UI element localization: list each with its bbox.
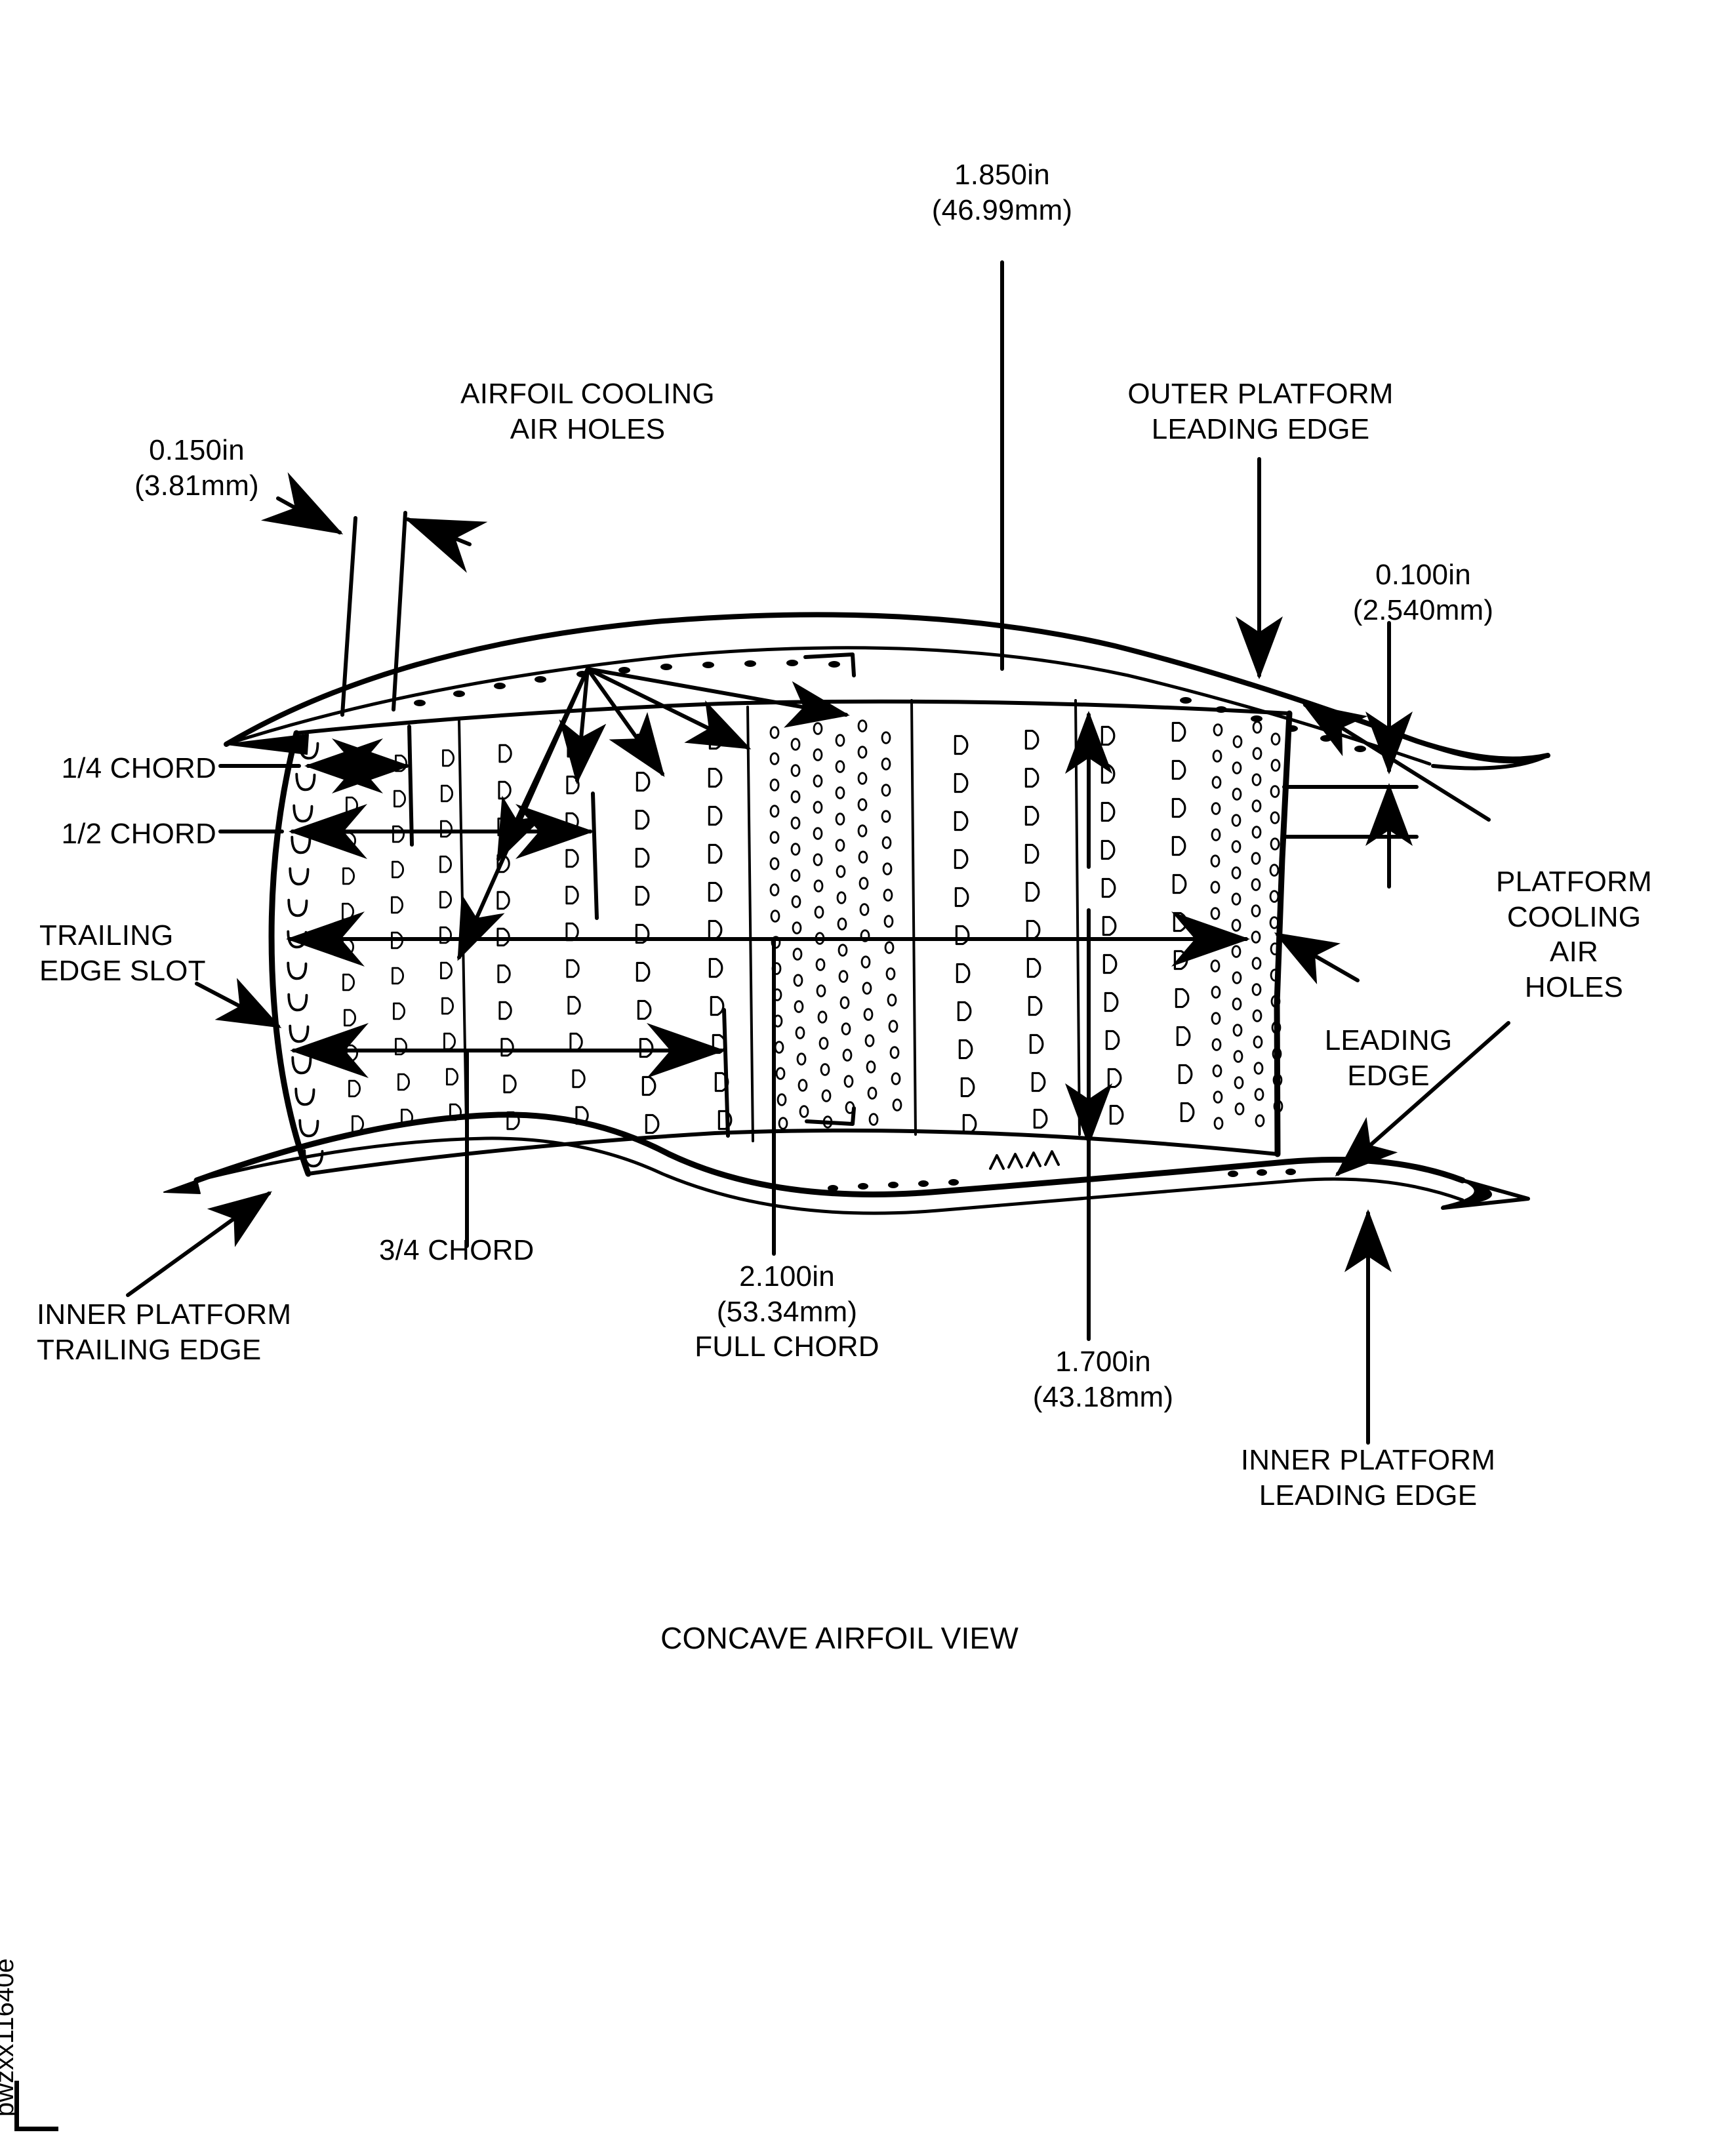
chord-division-lines xyxy=(458,699,1081,1162)
dim-0150in xyxy=(260,472,488,717)
dim-0100in xyxy=(1282,621,1419,889)
callout-three-quarter-chord: 3/4 CHORD xyxy=(379,1234,535,1266)
dim-1850in-label: 1.850in(46.99mm) xyxy=(931,159,1073,226)
leader-leading-edge xyxy=(1274,932,1360,985)
leader-inner-platform-te xyxy=(126,1191,272,1297)
callout-quarter-chord: 1/4 CHORD xyxy=(61,752,216,784)
figure-caption: CONCAVE AIRFOIL VIEW xyxy=(660,1621,1019,1655)
corner-mark xyxy=(14,2081,58,2131)
inner-platform xyxy=(163,1112,1530,1215)
outer-platform xyxy=(224,612,1550,771)
leader-trailing-edge-slot xyxy=(195,978,282,1028)
bracket-marks xyxy=(803,652,856,1126)
dim-quarter-chord xyxy=(218,725,414,847)
dim-0150in-label: 0.150in(3.81mm) xyxy=(134,434,259,502)
dim-three-quarter-chord xyxy=(290,1008,730,1248)
callout-half-chord: 1/2 CHORD xyxy=(61,818,216,850)
leader-airfoil-cooling-holes xyxy=(457,667,850,961)
leading-edge-showerhead-holes xyxy=(1210,721,1283,1130)
leader-platform-cooling-holes xyxy=(1301,702,1510,1176)
dim-1700in-label: 1.700in(43.18mm) xyxy=(1032,1346,1174,1413)
dim-full-chord-label: 2.100in(53.34mm)FULL CHORD xyxy=(695,1260,879,1363)
dim-0100in-label: 0.100in(2.540mm) xyxy=(1352,559,1494,626)
midchord-showerhead-holes xyxy=(769,719,902,1130)
inner-platform-cooling-holes xyxy=(828,1169,1296,1192)
